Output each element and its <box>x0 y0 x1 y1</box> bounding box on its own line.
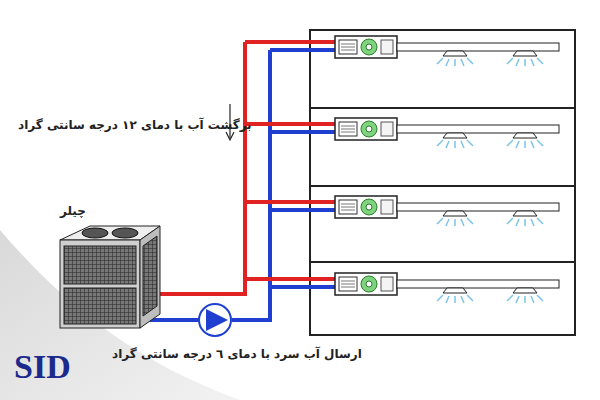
drawing-part <box>335 196 559 226</box>
node-heading: چیلر <box>58 204 88 218</box>
drawing-part <box>143 236 157 316</box>
drawing-part <box>64 288 136 324</box>
chiller-node: چیلر <box>58 200 162 330</box>
pump-symbol <box>199 304 231 336</box>
drawing-part <box>335 36 559 66</box>
chiller-unit <box>60 226 160 328</box>
drawing-part <box>199 304 231 336</box>
drawing-part <box>206 309 228 331</box>
drawing-part <box>140 226 160 328</box>
drawing-part <box>245 42 335 279</box>
drawing-part <box>335 118 559 148</box>
drawing-part <box>270 50 335 287</box>
drawing-part <box>226 132 234 140</box>
drawing-part <box>335 273 559 303</box>
drawing-part <box>64 246 136 284</box>
building <box>310 30 575 335</box>
floor-slab <box>310 108 575 262</box>
drawing-part <box>112 228 138 238</box>
background-swoosh <box>0 230 240 400</box>
fan-coil-units <box>335 36 559 303</box>
watermark-logo: SID <box>14 348 104 386</box>
flow-note: برگشت آب با دمای ۱۲ درجه سانتی گراد <box>18 118 252 132</box>
drawing-part <box>82 228 108 238</box>
pipes <box>150 42 335 320</box>
drawing-part <box>150 42 245 294</box>
drawing-part <box>60 240 140 328</box>
flow-note: ارسال آب سرد با دمای ٦ درجه سانتی گراد <box>112 347 362 361</box>
